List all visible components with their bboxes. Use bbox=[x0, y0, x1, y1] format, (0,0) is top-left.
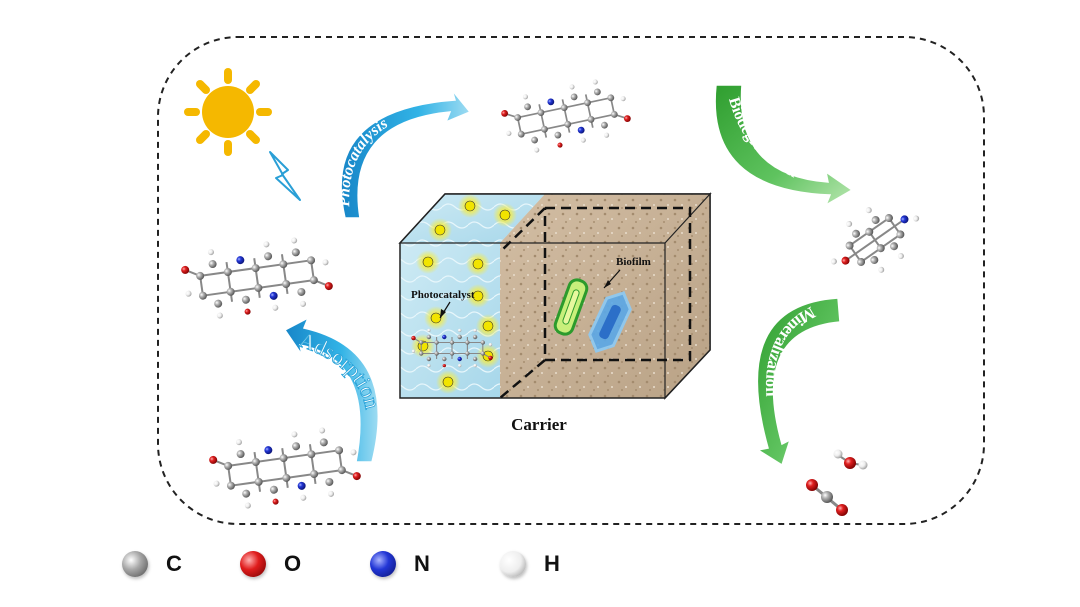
legend-label-nitrogen: N bbox=[414, 551, 430, 576]
nitrogen-ball-icon bbox=[370, 551, 396, 577]
legend-item-nitrogen: N bbox=[370, 544, 430, 584]
adsorption-label: Adsorption bbox=[296, 327, 385, 411]
bacteria-blue bbox=[588, 291, 632, 353]
adsorption-arrow: Adsorption bbox=[283, 316, 386, 463]
legend-item-oxygen: O bbox=[240, 544, 301, 584]
intermediate-molecule-top bbox=[497, 72, 635, 160]
legend-label-oxygen: O bbox=[284, 551, 302, 576]
co2-molecule bbox=[806, 479, 848, 516]
photocatalyst-particles bbox=[411, 194, 517, 394]
water-molecule bbox=[833, 449, 868, 470]
legend-label-carbon: C bbox=[166, 551, 182, 576]
pollutant-molecule-bottom bbox=[205, 422, 365, 514]
dashed-frame bbox=[157, 36, 985, 525]
lightning-icon bbox=[269, 151, 301, 201]
pollutant-molecule-left bbox=[177, 232, 337, 324]
biodegradation-arrow: Biodegradation bbox=[714, 84, 854, 207]
bacteria-green bbox=[553, 278, 589, 336]
legend-label-hydrogen: H bbox=[544, 551, 560, 576]
mineralization-label: Mineralization bbox=[762, 303, 819, 397]
photocatalyst-label: Photocatalyst bbox=[411, 289, 475, 301]
element-legend: C O N H bbox=[0, 544, 1080, 584]
hydrogen-ball-icon bbox=[500, 551, 526, 577]
legend-item-hydrogen: H bbox=[500, 544, 560, 584]
oxygen-ball-icon bbox=[240, 551, 266, 577]
carrier-label: Carrier bbox=[511, 415, 567, 434]
sun-icon bbox=[184, 68, 272, 156]
legend-item-carbon: C bbox=[122, 544, 182, 584]
carbon-ball-icon bbox=[122, 551, 148, 577]
carrier-box: Biofilm Photocatalyst bbox=[398, 192, 712, 400]
degraded-molecule-right bbox=[816, 185, 934, 295]
mineralization-arrow: Mineralization bbox=[756, 297, 841, 467]
biofilm-label: Biofilm bbox=[616, 256, 651, 268]
